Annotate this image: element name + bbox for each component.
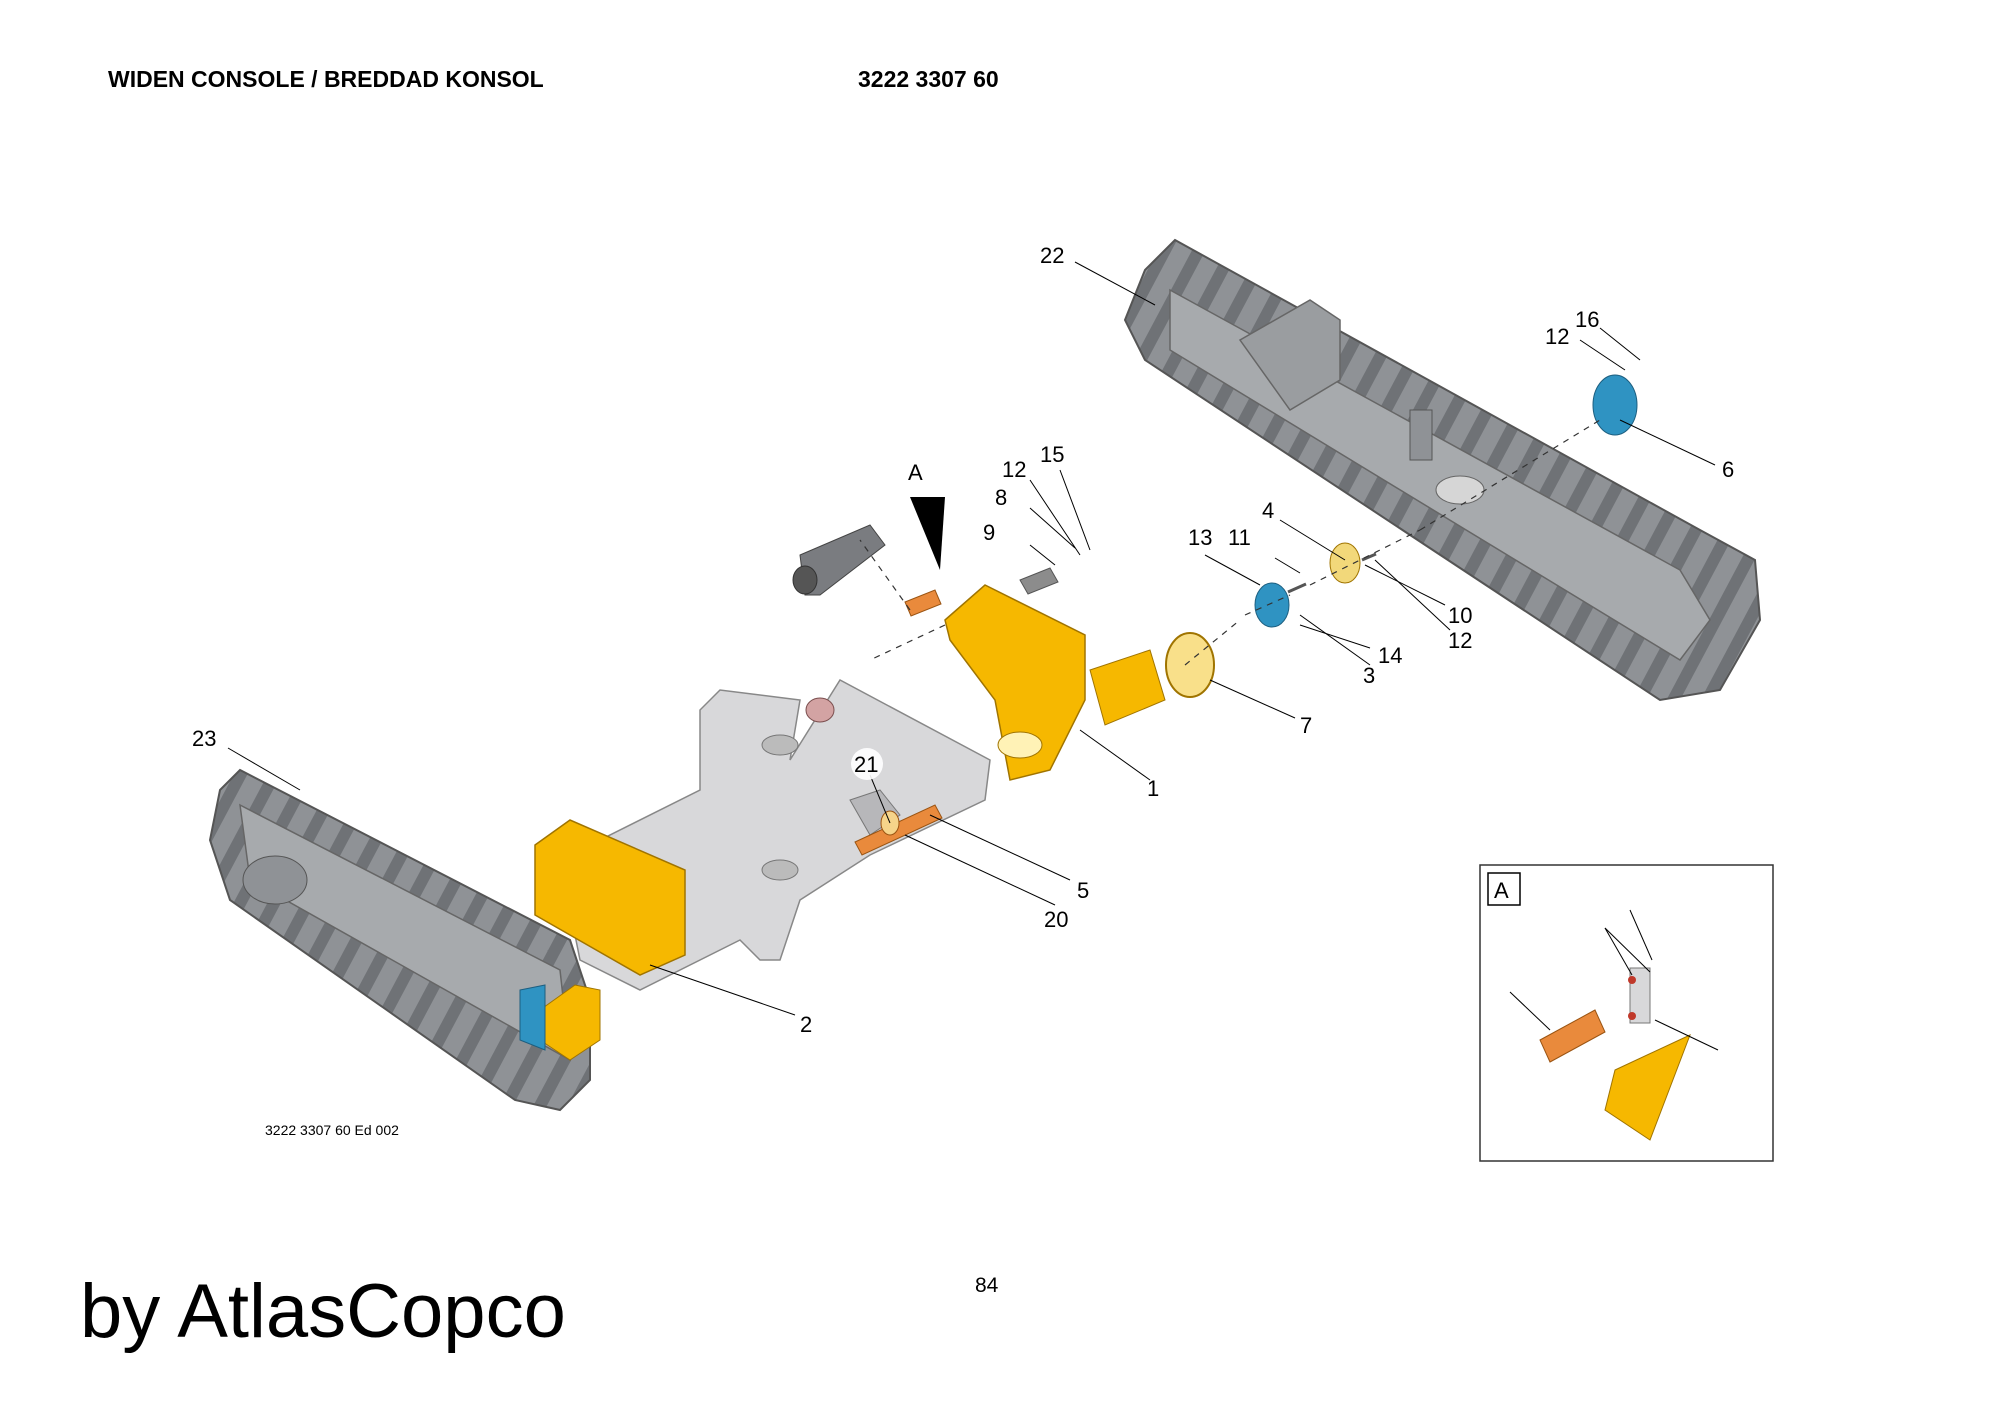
page-number: 84 bbox=[975, 1274, 999, 1297]
detail-pin-17 bbox=[1539, 1009, 1606, 1063]
page-title: WIDEN CONSOLE / BREDDAD KONSOL bbox=[108, 66, 544, 92]
detail-console-corner bbox=[1604, 1034, 1691, 1141]
edition-label: 3222 3307 60 Ed 002 bbox=[265, 1122, 399, 1138]
flange-6-blue bbox=[1592, 374, 1638, 436]
flange-3-blue bbox=[1254, 582, 1290, 628]
callout-5: 5 bbox=[1077, 878, 1089, 903]
callout-14: 14 bbox=[1378, 643, 1402, 668]
detail-view-marker: A bbox=[908, 460, 923, 485]
callout-16: 16 bbox=[1575, 307, 1599, 332]
callout-1: 1 bbox=[1147, 776, 1159, 801]
brand-footer: by AtlasCopco bbox=[80, 1269, 566, 1354]
exploded-axis-lines bbox=[859, 419, 1601, 666]
callout-21-bubble bbox=[851, 748, 883, 780]
callout-20: 20 bbox=[1044, 907, 1068, 932]
callout-11: 11 bbox=[1228, 525, 1251, 550]
hydraulic-cylinder bbox=[792, 524, 886, 596]
part-number: 3222 3307 60 bbox=[858, 66, 999, 92]
callout-10: 10 bbox=[1448, 603, 1472, 628]
pin-orange-17-top bbox=[904, 589, 942, 617]
widen-console-left bbox=[519, 819, 686, 1061]
left-track-assembly bbox=[208, 768, 591, 1112]
bolts-13-11 bbox=[1287, 552, 1377, 594]
callout-12-b: 12 bbox=[1448, 628, 1472, 653]
leader-lines bbox=[227, 261, 1716, 1016]
callout-22: 22 bbox=[1040, 243, 1064, 268]
callout-9: 9 bbox=[983, 520, 995, 545]
detail-view-arrow: A bbox=[908, 460, 945, 570]
widen-console-right bbox=[944, 584, 1215, 781]
callout-12-a: 12 bbox=[1002, 457, 1026, 482]
detail-view-box: A bbox=[1479, 864, 1774, 1162]
callout-6: 6 bbox=[1722, 457, 1734, 482]
callout-8: 8 bbox=[995, 485, 1007, 510]
callout-3: 3 bbox=[1363, 663, 1375, 688]
callout-4: 4 bbox=[1262, 498, 1274, 523]
callout-13: 13 bbox=[1188, 525, 1212, 550]
right-track-assembly bbox=[1123, 238, 1762, 702]
pin-shaft-9 bbox=[1019, 567, 1059, 595]
callout-15: 15 bbox=[1040, 442, 1064, 467]
detail-bolt-icon bbox=[1628, 976, 1636, 984]
detail-box-label: A bbox=[1494, 878, 1509, 903]
flange-4-yellow bbox=[1329, 542, 1361, 584]
detail-bolt-icon bbox=[1628, 1012, 1636, 1020]
callout-23: 23 bbox=[192, 726, 216, 751]
callout-21: 21 bbox=[854, 752, 878, 777]
bushing-top bbox=[805, 697, 835, 723]
callout-7: 7 bbox=[1300, 713, 1312, 738]
callout-2: 2 bbox=[800, 1012, 812, 1037]
callout-12-c: 12 bbox=[1545, 324, 1569, 349]
